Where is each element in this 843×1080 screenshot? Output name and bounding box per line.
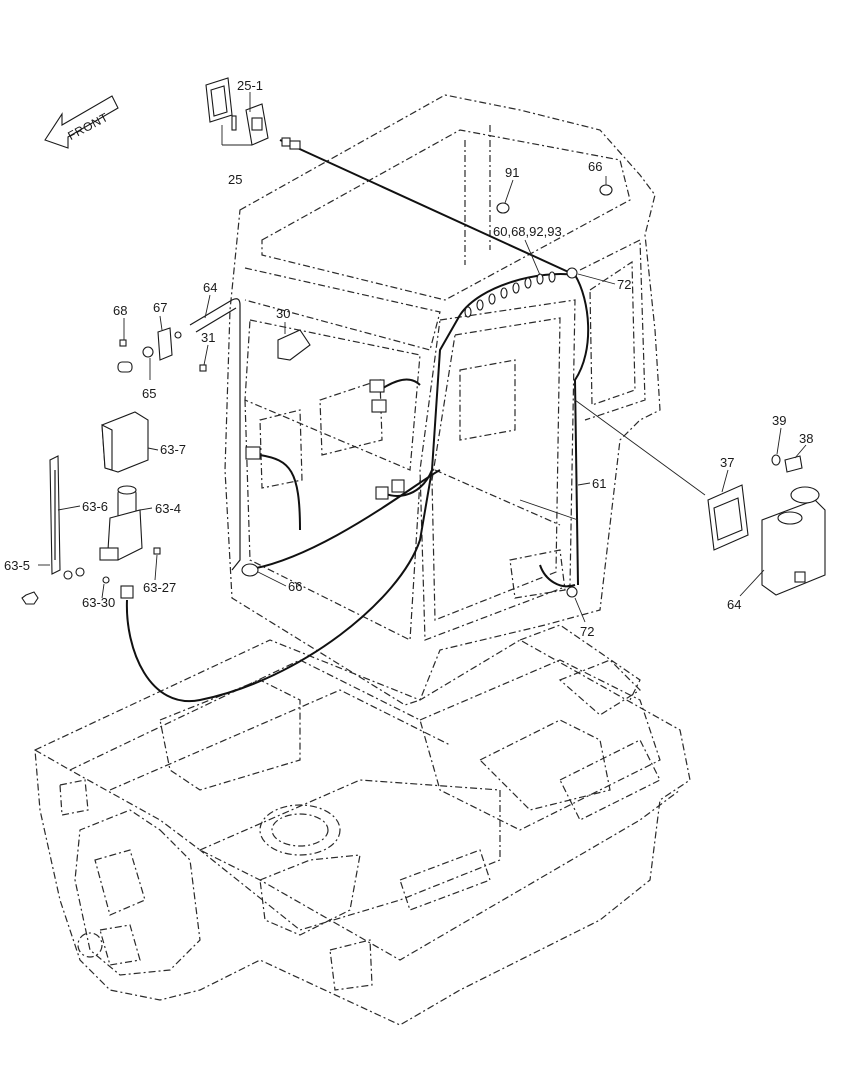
label-63-30: 63-30 (82, 595, 115, 610)
part-labels: 25-1 25 91 66 60,68,92,93 72 64 68 67 30… (4, 78, 813, 639)
connectors (245, 137, 405, 500)
label-91: 91 (505, 165, 519, 180)
label-64-tube: 64 (203, 280, 217, 295)
leader-lines (38, 92, 807, 623)
label-72-bottom: 72 (580, 624, 594, 639)
label-63-4: 63-4 (155, 501, 181, 516)
washer-tank-64 (707, 454, 826, 596)
grommet-66-bottom (241, 563, 259, 577)
bracket-group-65-67-68 (117, 327, 207, 373)
clamp-72-top (566, 267, 578, 279)
label-61: 61 (592, 476, 606, 491)
grommet-91 (496, 202, 510, 214)
label-64-tank: 64 (727, 597, 741, 612)
switch-25 (205, 77, 269, 146)
label-25-1: 25-1 (237, 78, 263, 93)
front-arrow: FRONT (44, 95, 119, 149)
label-68: 68 (113, 303, 127, 318)
label-31: 31 (201, 330, 215, 345)
label-63-6: 63-6 (82, 499, 108, 514)
label-37: 37 (720, 455, 734, 470)
label-30: 30 (276, 306, 290, 321)
wiring-harness (125, 139, 590, 703)
clamp-72-bottom (566, 586, 578, 598)
tube-64 (189, 298, 241, 571)
upper-frame (34, 624, 691, 1026)
grommet-66-top (599, 184, 613, 196)
label-67: 67 (153, 300, 167, 315)
part-30-shape (277, 329, 311, 361)
label-65: 65 (142, 386, 156, 401)
label-63-7: 63-7 (160, 442, 186, 457)
label-66-top: 66 (588, 159, 602, 174)
wire-clamps (464, 271, 556, 318)
label-72-top: 72 (617, 277, 631, 292)
label-63-5: 63-5 (4, 558, 30, 573)
label-25: 25 (228, 172, 242, 187)
label-66-bottom: 66 (288, 579, 302, 594)
label-39: 39 (772, 413, 786, 428)
label-38: 38 (799, 431, 813, 446)
label-63-27: 63-27 (143, 580, 176, 595)
label-60-68-92-93: 60,68,92,93 (493, 224, 562, 239)
cab-frame (224, 94, 661, 706)
wiper-motor-assembly (21, 411, 161, 605)
